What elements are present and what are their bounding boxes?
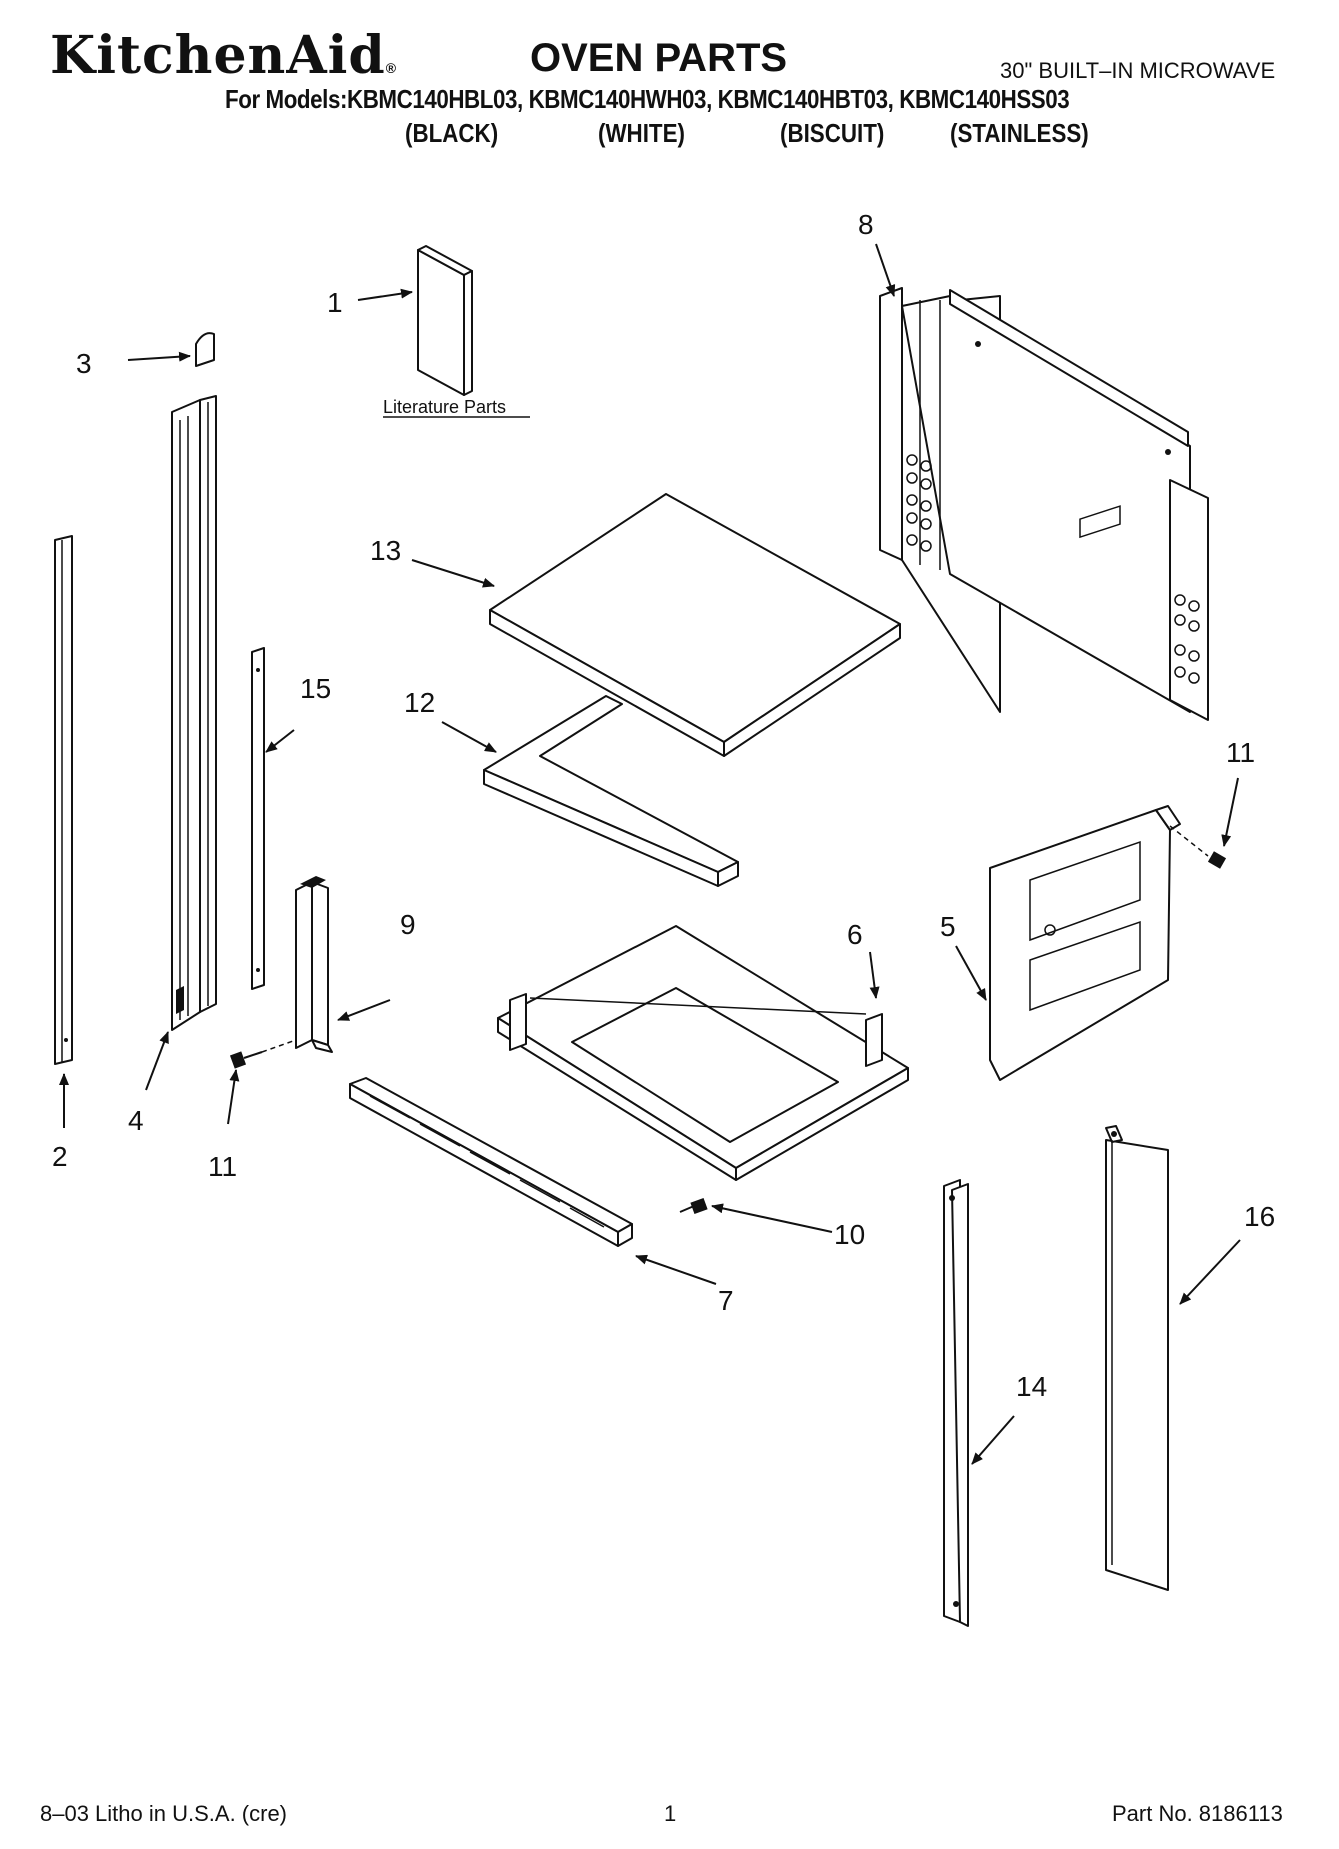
litho-note: 8–03 Litho in U.S.A. (cre) [40,1801,288,1826]
callout-15: 15 [300,673,331,704]
callout-10: 10 [834,1219,865,1250]
callout-numbers: 1 2 3 4 5 6 7 8 9 10 11 11 12 13 14 15 1… [52,209,1275,1402]
callout-13: 13 [370,535,401,566]
callout-2: 2 [52,1141,68,1172]
part-15-bracket [251,647,265,990]
callout-9: 9 [400,909,416,940]
vent-holes [906,454,1200,684]
part-6-tray-frame [497,925,909,1181]
part-2-vertical-strip [54,535,73,1065]
color-biscuit: (BISCUIT) [780,118,885,148]
part-3-end-cap [195,332,215,367]
callout-3: 3 [76,348,92,379]
registered-mark: ® [385,60,398,76]
part-11-screw-right [1169,825,1227,869]
callout-7: 7 [718,1285,734,1316]
part-8-wrapper [879,287,1209,721]
part-4-side-trim [171,395,217,1031]
model-list: For Models:KBMC140HBL03, KBMC140HWH03, K… [225,84,1070,114]
part-9-vent-duct [295,876,333,1053]
part-number: Part No. 8186113 [1112,1801,1283,1826]
brand-name: KitchenAid [50,25,386,86]
kitchenaid-logo: KitchenAid® [50,30,397,82]
callout-11-left: 11 [208,1151,237,1182]
part-13-panel [489,493,901,757]
literature-label: Literature Parts [383,397,506,417]
part-1-literature: Literature Parts [383,245,530,418]
page-number: 1 [664,1801,677,1826]
page-title: OVEN PARTS [530,36,788,80]
callout-1: 1 [327,287,343,318]
color-black: (BLACK) [405,118,499,148]
color-stainless: (STAINLESS) [950,118,1089,148]
callout-14: 14 [1016,1371,1047,1402]
callout-arrows [59,243,1241,1465]
callout-8: 8 [858,209,874,240]
callout-16: 16 [1244,1201,1275,1232]
part-14-vertical-trim [943,1179,969,1627]
color-white: (WHITE) [598,118,685,148]
callout-5: 5 [940,911,956,942]
callout-12: 12 [404,687,435,718]
part-16-side-panel [1105,1125,1169,1591]
part-7-vent-grille [349,1077,633,1247]
product-type: 30" BUILT–IN MICROWAVE [1000,58,1276,83]
callout-11-right: 11 [1226,737,1255,768]
part-5-bracket-plate [989,505,1181,1081]
callout-4: 4 [128,1105,144,1136]
callout-6: 6 [847,919,863,950]
part-10-screw [679,1197,708,1215]
part-12-l-panel [483,695,739,887]
part-11-screw-left [229,1039,297,1069]
